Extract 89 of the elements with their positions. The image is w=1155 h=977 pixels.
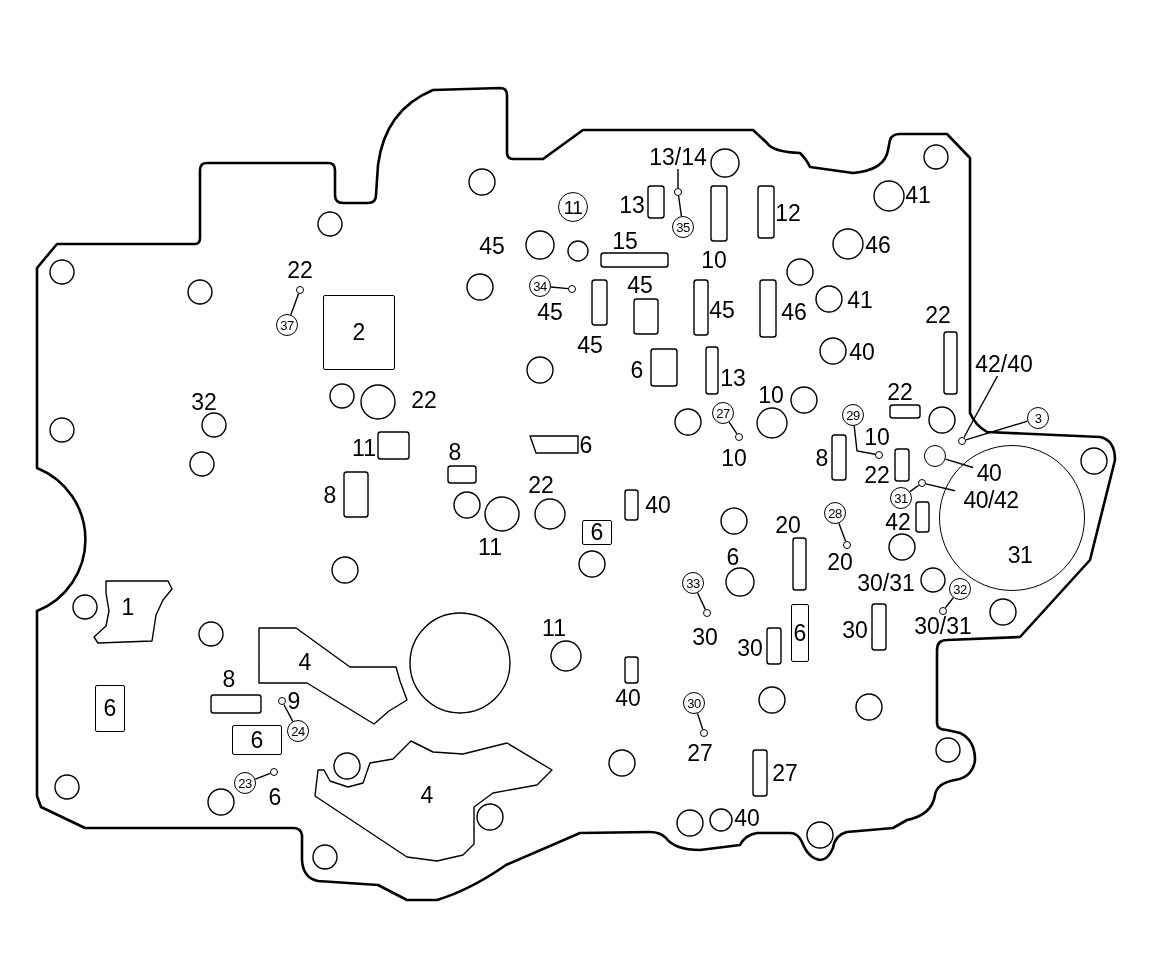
callout-circle: 32 (949, 578, 971, 600)
callout-circle: 33 (682, 572, 704, 594)
leader-line (290, 293, 300, 316)
plate-opening: 1 (94, 581, 172, 643)
callout-circle: 27 (712, 402, 734, 424)
part-number: 32 (191, 390, 217, 414)
leader-line (550, 286, 569, 290)
part-number: 27 (772, 761, 798, 785)
callout-circle: 35 (672, 216, 694, 238)
part-number: 10 (758, 383, 784, 407)
part-number: 30 (842, 618, 868, 642)
part-number: 10 (864, 425, 890, 449)
part-number: 22 (887, 380, 913, 404)
part-number: 8 (323, 483, 337, 507)
part-number: 6 (630, 358, 644, 382)
leader-line (925, 483, 956, 492)
part-number: 42 (885, 510, 911, 534)
part-number: 20 (827, 550, 853, 574)
part-number: 45 (537, 300, 563, 324)
part-number: 30 (692, 625, 718, 649)
leader-line (283, 703, 294, 722)
part-number: 30/31 (914, 614, 972, 638)
leader-line (944, 458, 974, 469)
part-number: 20 (775, 513, 801, 537)
callout-circle: 29 (842, 404, 864, 426)
part-number: 27 (687, 741, 713, 765)
part-number: 22 (864, 463, 890, 487)
leader-line (909, 484, 920, 493)
leader-line (677, 195, 683, 217)
part-number: 40 (615, 686, 641, 710)
plate-opening: 4 (315, 741, 552, 861)
part-number: 22 (411, 388, 437, 412)
leader-line (853, 425, 876, 455)
part-opening: 6 (582, 520, 612, 545)
part-number: 41 (847, 288, 873, 312)
part-number: 8 (815, 446, 829, 470)
part-number: 13 (619, 193, 645, 217)
callout-circle: 24 (287, 720, 309, 742)
part-number: 15 (612, 229, 638, 253)
part-number: 12 (775, 201, 801, 225)
part-number: 6 (268, 785, 282, 809)
leader-line (696, 712, 704, 730)
part-number: 13 (720, 366, 746, 390)
part-number: 41 (905, 183, 931, 207)
callout-number: 42/40 (973, 352, 1035, 376)
leader-line (963, 375, 999, 439)
leader-line (677, 168, 679, 189)
part-number: 11 (542, 616, 566, 640)
callout-circle: 31 (890, 487, 912, 509)
callout-circle: 3 (1027, 407, 1049, 429)
part-number: 45 (709, 298, 735, 322)
part-number: 46 (781, 300, 807, 324)
part-number: 22 (287, 258, 313, 282)
leader-line (697, 592, 706, 611)
callout-circle: 28 (824, 502, 846, 524)
part-number: 8 (222, 667, 236, 691)
callout-circle: 34 (529, 275, 551, 297)
part-number: 45 (577, 333, 603, 357)
part-number: 6 (726, 545, 740, 569)
part-number: 40 (645, 493, 671, 517)
part-number: 22 (528, 473, 554, 497)
part-number: 30/31 (857, 571, 915, 595)
part-number: 30 (737, 636, 763, 660)
part-number: 40 (849, 340, 875, 364)
part-number: 40 (734, 806, 760, 830)
part-number: 8 (448, 440, 462, 464)
part-opening: 6 (232, 725, 282, 755)
part-opening: 2 (323, 295, 395, 370)
leader-line (838, 522, 847, 542)
part-number: 11 (352, 436, 376, 460)
part-number: 11 (478, 535, 502, 559)
callout-circle: 11 (558, 192, 588, 222)
callout-circle: 37 (276, 314, 298, 336)
callout-circle: 23 (234, 772, 256, 794)
leader-line (728, 421, 738, 435)
part-opening: 6 (95, 685, 125, 732)
leader-line (965, 420, 1029, 441)
part-number: 46 (865, 233, 891, 257)
leader-line (254, 772, 271, 780)
part-number: 10 (701, 248, 727, 272)
part-number: 45 (627, 273, 653, 297)
part-opening: 6 (791, 604, 809, 662)
part-number: 6 (579, 433, 593, 457)
leader-line (944, 597, 954, 609)
part-number: 10 (721, 446, 747, 470)
part-number: 45 (479, 234, 505, 258)
part-number: 22 (925, 303, 951, 327)
callout-circle: 30 (683, 692, 705, 714)
part-number: 9 (287, 689, 301, 713)
